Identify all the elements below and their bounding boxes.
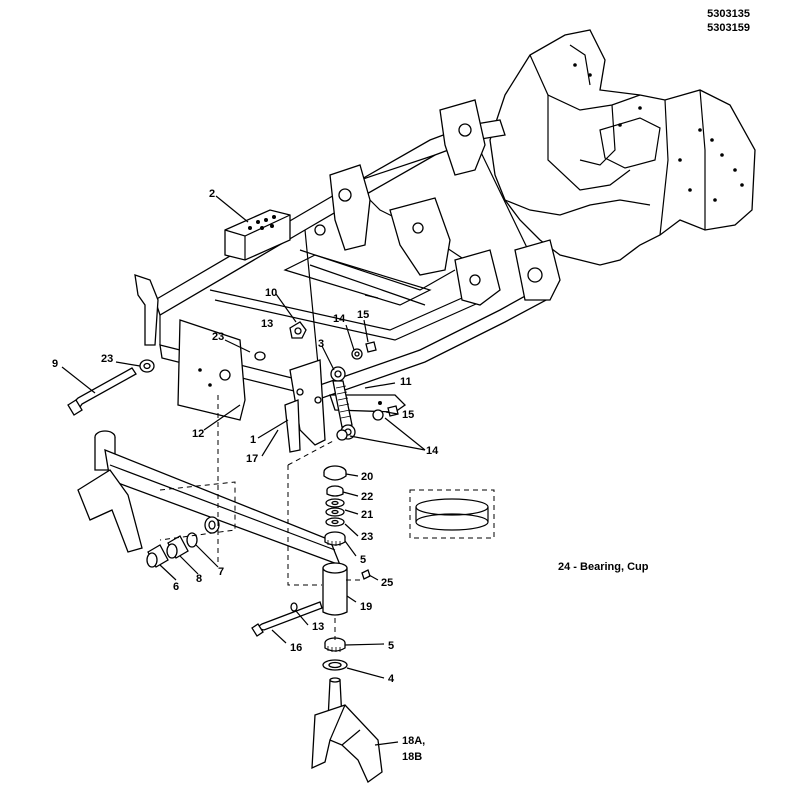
callout-6: 6 — [173, 581, 179, 593]
callout-2: 2 — [209, 188, 215, 200]
leader-lines — [61, 195, 426, 746]
callout-19: 19 — [360, 601, 372, 613]
callout-15-upper: 15 — [357, 309, 369, 321]
callout-25: 25 — [381, 577, 393, 589]
main-frame — [134, 99, 561, 453]
callout-22: 22 — [361, 491, 373, 503]
callout-13-upper: 13 — [261, 318, 273, 330]
callout-23-upper: 23 — [212, 331, 224, 343]
callout-12: 12 — [192, 428, 204, 440]
front-axle — [77, 430, 342, 568]
legend-bearing-cup: 24 - Bearing, Cup — [558, 561, 649, 573]
callout-5-upper: 5 — [360, 554, 366, 566]
callout-23-lower: 23 — [361, 531, 373, 543]
callout-labels: 2 10 14 15 13 3 23 23 9 11 15 14 12 1 17… — [52, 188, 439, 763]
part-number-1: 5303135 — [707, 8, 750, 20]
callout-16: 16 — [290, 642, 302, 654]
bearing-cup-inset — [409, 489, 495, 539]
callout-3: 3 — [318, 338, 324, 350]
callout-17: 17 — [246, 453, 258, 465]
callout-18b: 18B — [402, 751, 422, 763]
spindle-assembly — [311, 465, 383, 783]
callout-15-lower: 15 — [402, 409, 414, 421]
alignment-lines — [159, 395, 360, 640]
callout-23-left: 23 — [101, 353, 113, 365]
callout-9: 9 — [52, 358, 58, 370]
frame-hardware — [139, 321, 399, 441]
callout-13-lower: 13 — [312, 621, 324, 633]
callout-8: 8 — [196, 573, 202, 585]
callout-18a: 18A, — [402, 735, 425, 747]
bolt-16 — [251, 601, 323, 637]
callout-14-lower: 14 — [426, 445, 439, 457]
bolt-9 — [67, 367, 137, 416]
callout-4: 4 — [388, 673, 395, 685]
callout-20: 20 — [361, 471, 373, 483]
part-2-bracket — [224, 209, 291, 261]
callout-1: 1 — [250, 434, 256, 446]
callout-11: 11 — [400, 376, 412, 388]
rear-frame — [489, 29, 756, 266]
callout-21: 21 — [361, 509, 373, 521]
callout-5-lower: 5 — [388, 640, 394, 652]
callout-7: 7 — [218, 566, 224, 578]
part-number-2: 5303159 — [707, 22, 750, 34]
callout-10: 10 — [265, 287, 277, 299]
callout-14-upper: 14 — [333, 313, 346, 325]
shock-absorber — [330, 366, 356, 440]
